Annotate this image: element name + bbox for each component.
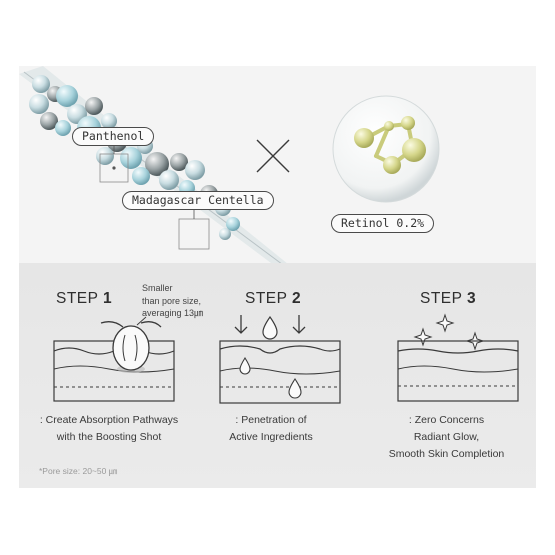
step-2-title: STEP 2 — [245, 290, 302, 307]
step-3-title: STEP 3 — [420, 290, 477, 307]
step-1-skin-diagram — [53, 316, 175, 402]
droplet-icon — [262, 315, 278, 340]
retinol-label: Retinol 0.2% — [331, 214, 435, 233]
centella-label: Madagascar Centella — [122, 191, 274, 210]
multiply-icon — [256, 139, 290, 173]
arrow-down-icon — [234, 315, 306, 334]
step-1-title: STEP 1 — [56, 290, 113, 307]
step-1-caption: : Create Absorption Pathways with the Bo… — [39, 414, 179, 443]
step-2-caption: : Penetration of Active Ingredients — [229, 414, 313, 443]
step-2-skin-diagram — [219, 315, 341, 404]
ingredients-section: Panthenol Madagascar Centella Retinol 0.… — [19, 66, 536, 284]
sparkle-icon — [435, 313, 455, 333]
pore-size-footnote: *Pore size: 20~50 ㎛ — [39, 466, 118, 476]
step-3-caption: : Zero Concerns Radiant Glow, Smooth Ski… — [388, 414, 505, 460]
steps-section: STEP 1 STEP 2 STEP 3 Smaller than pore s… — [19, 263, 536, 488]
retinol-molecule-sphere — [332, 95, 440, 203]
step-1-note: Smaller than pore size, averaging 13㎛ — [142, 283, 204, 318]
panthenol-label: Panthenol — [72, 127, 155, 146]
infographic-panel: Panthenol Madagascar Centella Retinol 0.… — [19, 66, 536, 488]
sparkle-icon — [413, 327, 433, 347]
step-3-skin-diagram — [397, 313, 519, 402]
